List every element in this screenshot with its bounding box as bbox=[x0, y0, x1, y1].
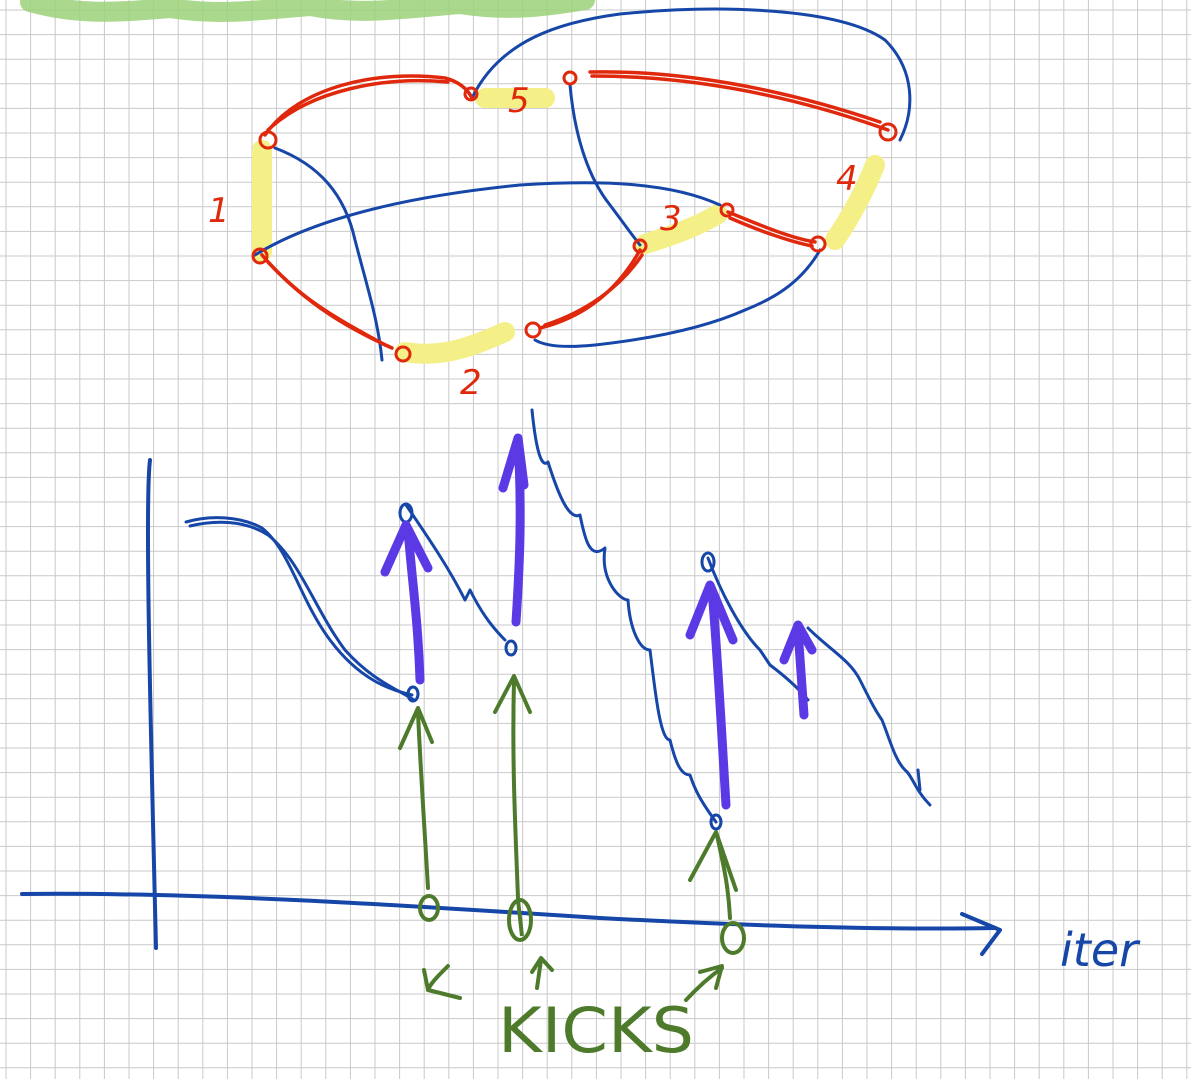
x-axis bbox=[20, 891, 997, 931]
graph-node bbox=[632, 238, 648, 254]
kick-point-tick bbox=[516, 899, 524, 937]
edge-label-1: 1 bbox=[208, 191, 230, 231]
kick-point bbox=[418, 894, 440, 922]
yellow-highlight-edges bbox=[252, 88, 885, 364]
highlight-edge-3 bbox=[635, 204, 728, 254]
kicks-annotation: KICKS bbox=[498, 994, 694, 1067]
graph-node bbox=[463, 86, 479, 102]
graph-node bbox=[524, 321, 542, 339]
graph-node bbox=[258, 130, 278, 150]
edge-label-5: 5 bbox=[508, 81, 530, 121]
red-edges bbox=[260, 70, 890, 350]
kick-point bbox=[720, 921, 746, 955]
graph-node bbox=[809, 235, 827, 253]
arrow-up-icon bbox=[398, 706, 434, 890]
edge-label-4: 4 bbox=[836, 159, 858, 199]
arrow-up-icon bbox=[493, 674, 532, 900]
pointer-arrow bbox=[422, 964, 462, 1000]
tour-graph: 1 2 3 4 5 bbox=[208, 7, 912, 403]
highlight-edge-4 bbox=[825, 155, 885, 250]
edge-label-2: 2 bbox=[460, 363, 482, 403]
green-highlight-scribble bbox=[20, 0, 595, 22]
local-maximum-marker bbox=[700, 551, 716, 573]
local-minimum-marker bbox=[406, 685, 420, 703]
graph-node bbox=[878, 122, 898, 142]
local-minimum-marker bbox=[709, 813, 723, 831]
jump-arrow bbox=[685, 580, 738, 810]
highlight-edge-2 bbox=[395, 322, 515, 364]
graph-nodes bbox=[251, 70, 898, 363]
edge-label-3: 3 bbox=[660, 199, 682, 239]
graph-node bbox=[719, 202, 735, 218]
jump-arrow bbox=[380, 520, 433, 685]
graph-node bbox=[562, 70, 578, 86]
jump-arrow bbox=[779, 620, 817, 720]
pointer-arrow bbox=[530, 956, 554, 990]
graph-node bbox=[394, 345, 412, 363]
pointer-arrow bbox=[684, 964, 724, 1002]
green-kick-arrows bbox=[398, 674, 738, 920]
arrow-up-icon bbox=[688, 830, 738, 920]
local-minimum-marker bbox=[504, 639, 518, 657]
jump-arrow bbox=[498, 433, 529, 627]
blue-edges bbox=[253, 7, 912, 362]
y-axis bbox=[145, 458, 158, 950]
purple-jump-arrows bbox=[380, 433, 817, 810]
x-axis-label: iter bbox=[1060, 923, 1141, 977]
graph-node bbox=[251, 247, 269, 265]
arrow-right-icon bbox=[960, 912, 1002, 956]
objective-curve bbox=[184, 408, 932, 824]
energy-plot: iter bbox=[20, 408, 1141, 1067]
